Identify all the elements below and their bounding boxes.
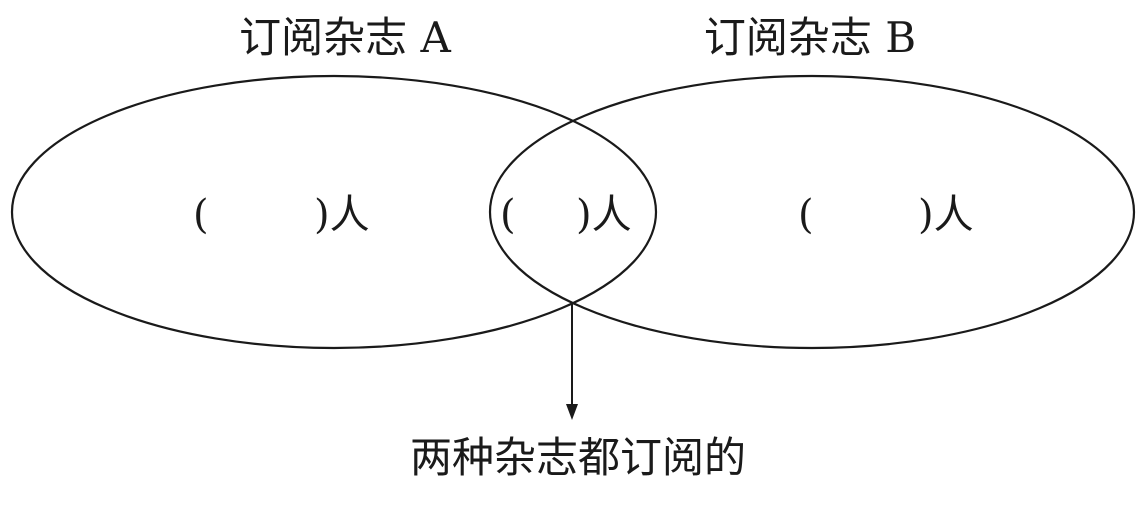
set-a-count-open-paren: ( (193, 192, 209, 238)
set-a-title: 订阅杂志 A (239, 13, 451, 62)
intersection-pointer-arrowhead (566, 404, 578, 420)
set-a-ellipse (10, 74, 658, 350)
set-b-count-close-label: )人 (918, 192, 974, 238)
set-b-ellipse (488, 74, 1136, 350)
intersection-caption: 两种杂志都订阅的 (410, 433, 746, 482)
set-b-count-open-paren: ( (798, 192, 814, 238)
set-b-title: 订阅杂志 B (704, 13, 916, 62)
set-a-count-close-label: )人 (314, 192, 370, 238)
intersection-count-open-paren: ( (500, 192, 516, 238)
intersection-count-close-label: )人 (576, 192, 632, 238)
